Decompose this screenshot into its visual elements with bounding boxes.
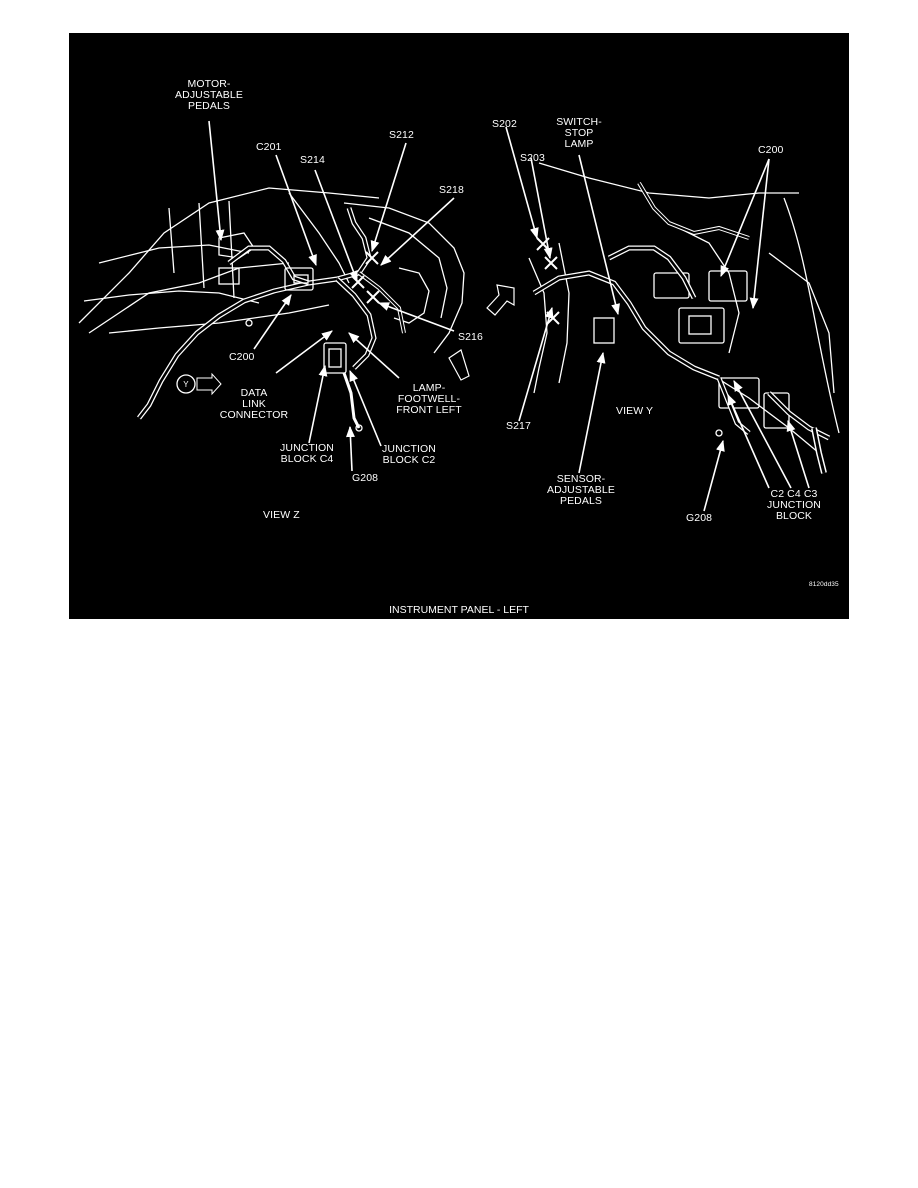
label-s212: S212 [389, 129, 414, 141]
label-s218: S218 [439, 184, 464, 196]
label-sensor-adjustable-pedals: SENSOR- ADJUSTABLE PEDALS [547, 473, 615, 507]
view-z-artwork [78, 187, 465, 432]
label-lamp-footwell-front-left: LAMP- FOOTWELL- FRONT LEFT [396, 382, 462, 416]
label-s203: S203 [520, 152, 545, 164]
view-y-artwork [448, 162, 840, 474]
label-junction-block-c2-c4-c3: C2 C4 C3 JUNCTION BLOCK [767, 488, 821, 522]
label-motor-adjustable-pedals: MOTOR- ADJUSTABLE PEDALS [175, 78, 243, 112]
figure-caption: INSTRUMENT PANEL - LEFT [389, 604, 529, 616]
label-junction-block-c2: JUNCTION BLOCK C2 [382, 443, 436, 466]
leader-lines [208, 120, 810, 512]
label-c200-view-y: C200 [758, 144, 784, 156]
label-view-z: VIEW Z [263, 509, 300, 521]
label-g208-view-z: G208 [352, 472, 379, 484]
figure-ref-code: 8120dd35 [809, 581, 839, 588]
label-switch-stop-lamp: SWITCH- STOP LAMP [556, 116, 602, 150]
label-g208-view-y: G208 [686, 512, 713, 524]
label-s202: S202 [492, 118, 517, 130]
wiring-diagram: MOTOR- ADJUSTABLE PEDALS C201 S214 S212 … [69, 33, 849, 619]
label-view-y: VIEW Y [616, 405, 654, 417]
diagram-artwork [78, 120, 840, 512]
view-marker-y: Y [183, 380, 189, 389]
label-c200-view-z: C200 [229, 351, 255, 363]
label-data-link-connector: DATA LINK CONNECTOR [219, 387, 289, 421]
label-junction-block-c4: JUNCTION BLOCK C4 [280, 442, 334, 465]
label-s217: S217 [506, 420, 531, 432]
label-s216: S216 [458, 331, 483, 343]
label-c201: C201 [256, 141, 282, 153]
label-s214: S214 [300, 154, 325, 166]
